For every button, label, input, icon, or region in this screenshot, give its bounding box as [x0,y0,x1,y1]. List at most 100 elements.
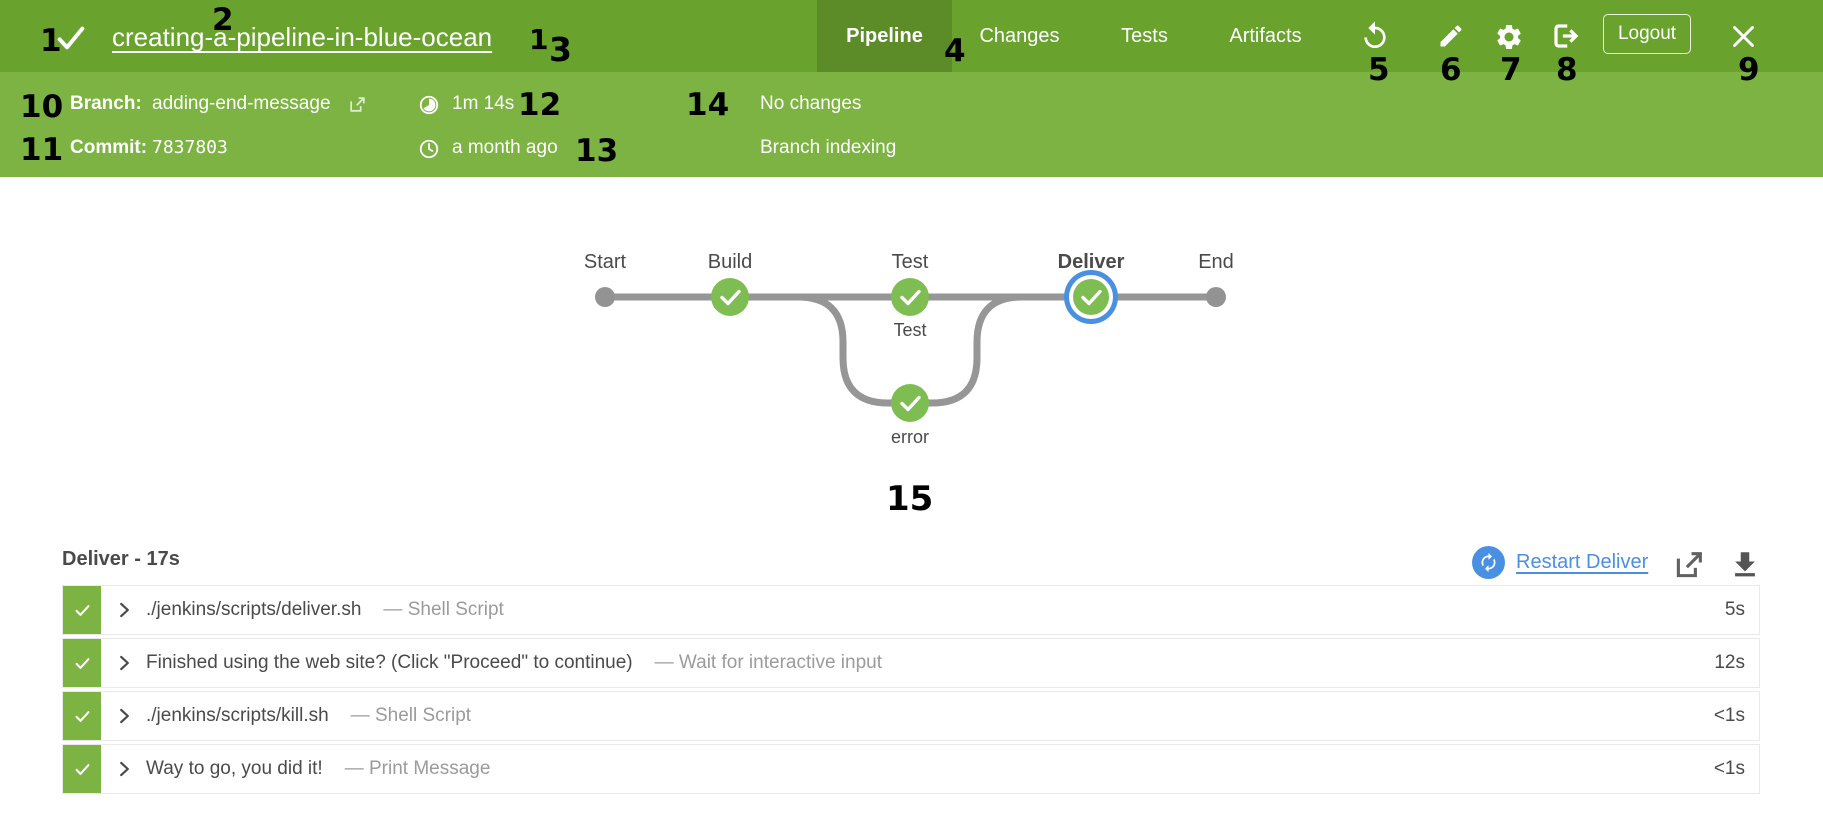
step-duration: <1s [1713,758,1745,779]
tab-artifacts-label: Artifacts [1229,24,1302,47]
expand-chevron-icon[interactable] [119,602,130,618]
restart-deliver-label: Restart Deliver [1516,551,1649,573]
deliver-success-check-icon [1081,289,1102,306]
step-row[interactable]: ./jenkins/scripts/kill.sh — Shell Script… [62,691,1760,741]
run-status-check-icon [55,22,87,54]
graph-branch-down-line [755,293,892,407]
restart-circle-icon [1472,546,1505,579]
steps-section-title: Deliver - 17s [62,548,180,570]
step-type: — Print Message [344,758,491,779]
close-icon [1733,26,1754,47]
restart-deliver-link[interactable]: Restart Deliver [1472,546,1648,579]
tab-pipeline-label: Pipeline [846,24,923,47]
annotation-8: 8 [1556,52,1578,88]
expand-chevron-icon[interactable] [119,761,130,777]
step-type: — Shell Script [383,599,504,620]
step-type: — Wait for interactive input [654,652,883,673]
tab-tests-label: Tests [1121,24,1168,47]
step-name: Finished using the web site? (Click "Pro… [146,652,633,673]
step-success-strip [63,745,101,793]
duration-icon [418,94,440,116]
annotation-13: 13 [575,133,619,169]
step-type: — Shell Script [350,705,472,726]
step-check-icon [75,604,89,616]
step-duration: 5s [1724,599,1745,620]
build-success-check-icon [720,289,741,306]
download-logs-button[interactable] [1728,548,1762,582]
tab-changes[interactable]: Changes [952,0,1087,72]
step-success-strip [63,639,101,687]
annotation-5: 5 [1368,52,1390,88]
stage-label-start: Start [584,251,627,273]
annotation-2: 2 [212,2,234,38]
annotation-12: 12 [518,87,562,123]
annotation-15: 15 [886,479,934,519]
rerun-icon [1364,21,1386,48]
annotation-4: 4 [944,33,966,69]
tab-changes-label: Changes [979,24,1060,47]
tab-tests[interactable]: Tests [1087,0,1202,72]
start-node [595,287,615,307]
commit-label: Commit: [70,137,148,158]
stage-label-test: Test [892,251,929,273]
download-icon [1735,552,1755,577]
build-node[interactable] [711,278,749,316]
run-info-bar: Branch: adding-end-message Commit: 78378… [0,72,1823,177]
end-node [1206,287,1226,307]
steps-table: ./jenkins/scripts/deliver.sh — Shell Scr… [62,585,1760,797]
step-check-icon [75,763,89,775]
stage-label-deliver: Deliver [1058,251,1125,273]
step-name: Way to go, you did it! [146,758,323,779]
expand-chevron-icon[interactable] [119,655,130,671]
error-parallel-node[interactable] [891,384,929,422]
rerun-button[interactable] [1359,20,1391,52]
commit-value: 7837803 [152,137,228,158]
deliver-node-selected[interactable] [1064,270,1118,324]
step-duration: 12s [1714,652,1745,673]
annotation-6: 6 [1440,52,1462,88]
stage-label-build: Build [708,251,752,273]
pipeline-name-link[interactable]: creating-a-pipeline-in-blue-ocean [112,22,493,52]
step-row[interactable]: Way to go, you did it! — Print Message <… [62,744,1760,794]
parallel-top-label: Test [893,320,926,340]
step-check-icon [75,710,89,722]
stage-label-end: End [1198,251,1234,273]
expand-chevron-icon[interactable] [119,708,130,724]
annotation-1b: 1 [529,23,549,56]
gear-icon [1497,25,1521,49]
step-success-strip [63,692,101,740]
branch-label: Branch: [70,93,142,114]
external-link-icon [1676,552,1702,578]
edit-pipeline-button[interactable] [1437,22,1465,50]
tab-artifacts[interactable]: Artifacts [1202,0,1329,72]
error-success-check-icon [900,395,921,412]
run-duration: 1m 14s [452,93,515,114]
step-success-strip [63,586,101,634]
branch-external-link-icon[interactable] [348,95,367,114]
pipeline-graph: Start Build Test Deliver End Test error [584,251,1234,447]
annotation-7: 7 [1500,52,1522,88]
run-trigger: Branch indexing [760,137,897,158]
step-name: ./jenkins/scripts/kill.sh [146,705,329,726]
graph-branch-up-line [928,293,1065,407]
go-to-classic-button[interactable] [1551,21,1581,51]
changes-summary: No changes [760,93,862,114]
logout-button[interactable]: Logout [1603,14,1691,54]
close-button[interactable] [1730,23,1757,50]
top-bar: creating-a-pipeline-in-blue-ocean Pipeli… [0,0,1823,72]
open-logs-new-window-button[interactable] [1672,548,1706,582]
settings-button[interactable] [1494,22,1524,52]
annotation-9: 9 [1738,52,1760,88]
step-row[interactable]: ./jenkins/scripts/deliver.sh — Shell Scr… [62,585,1760,635]
annotation-11: 11 [20,132,64,168]
step-row[interactable]: Finished using the web site? (Click "Pro… [62,638,1760,688]
annotation-1: 1 [40,23,62,59]
pencil-icon [1440,25,1462,47]
tab-pipeline[interactable]: Pipeline [817,0,952,72]
annotation-3: 3 [549,30,572,69]
test-parallel-node[interactable] [891,278,929,316]
exit-icon [1554,24,1579,48]
test-success-check-icon [900,289,921,306]
run-completed-ago: a month ago [452,137,558,158]
